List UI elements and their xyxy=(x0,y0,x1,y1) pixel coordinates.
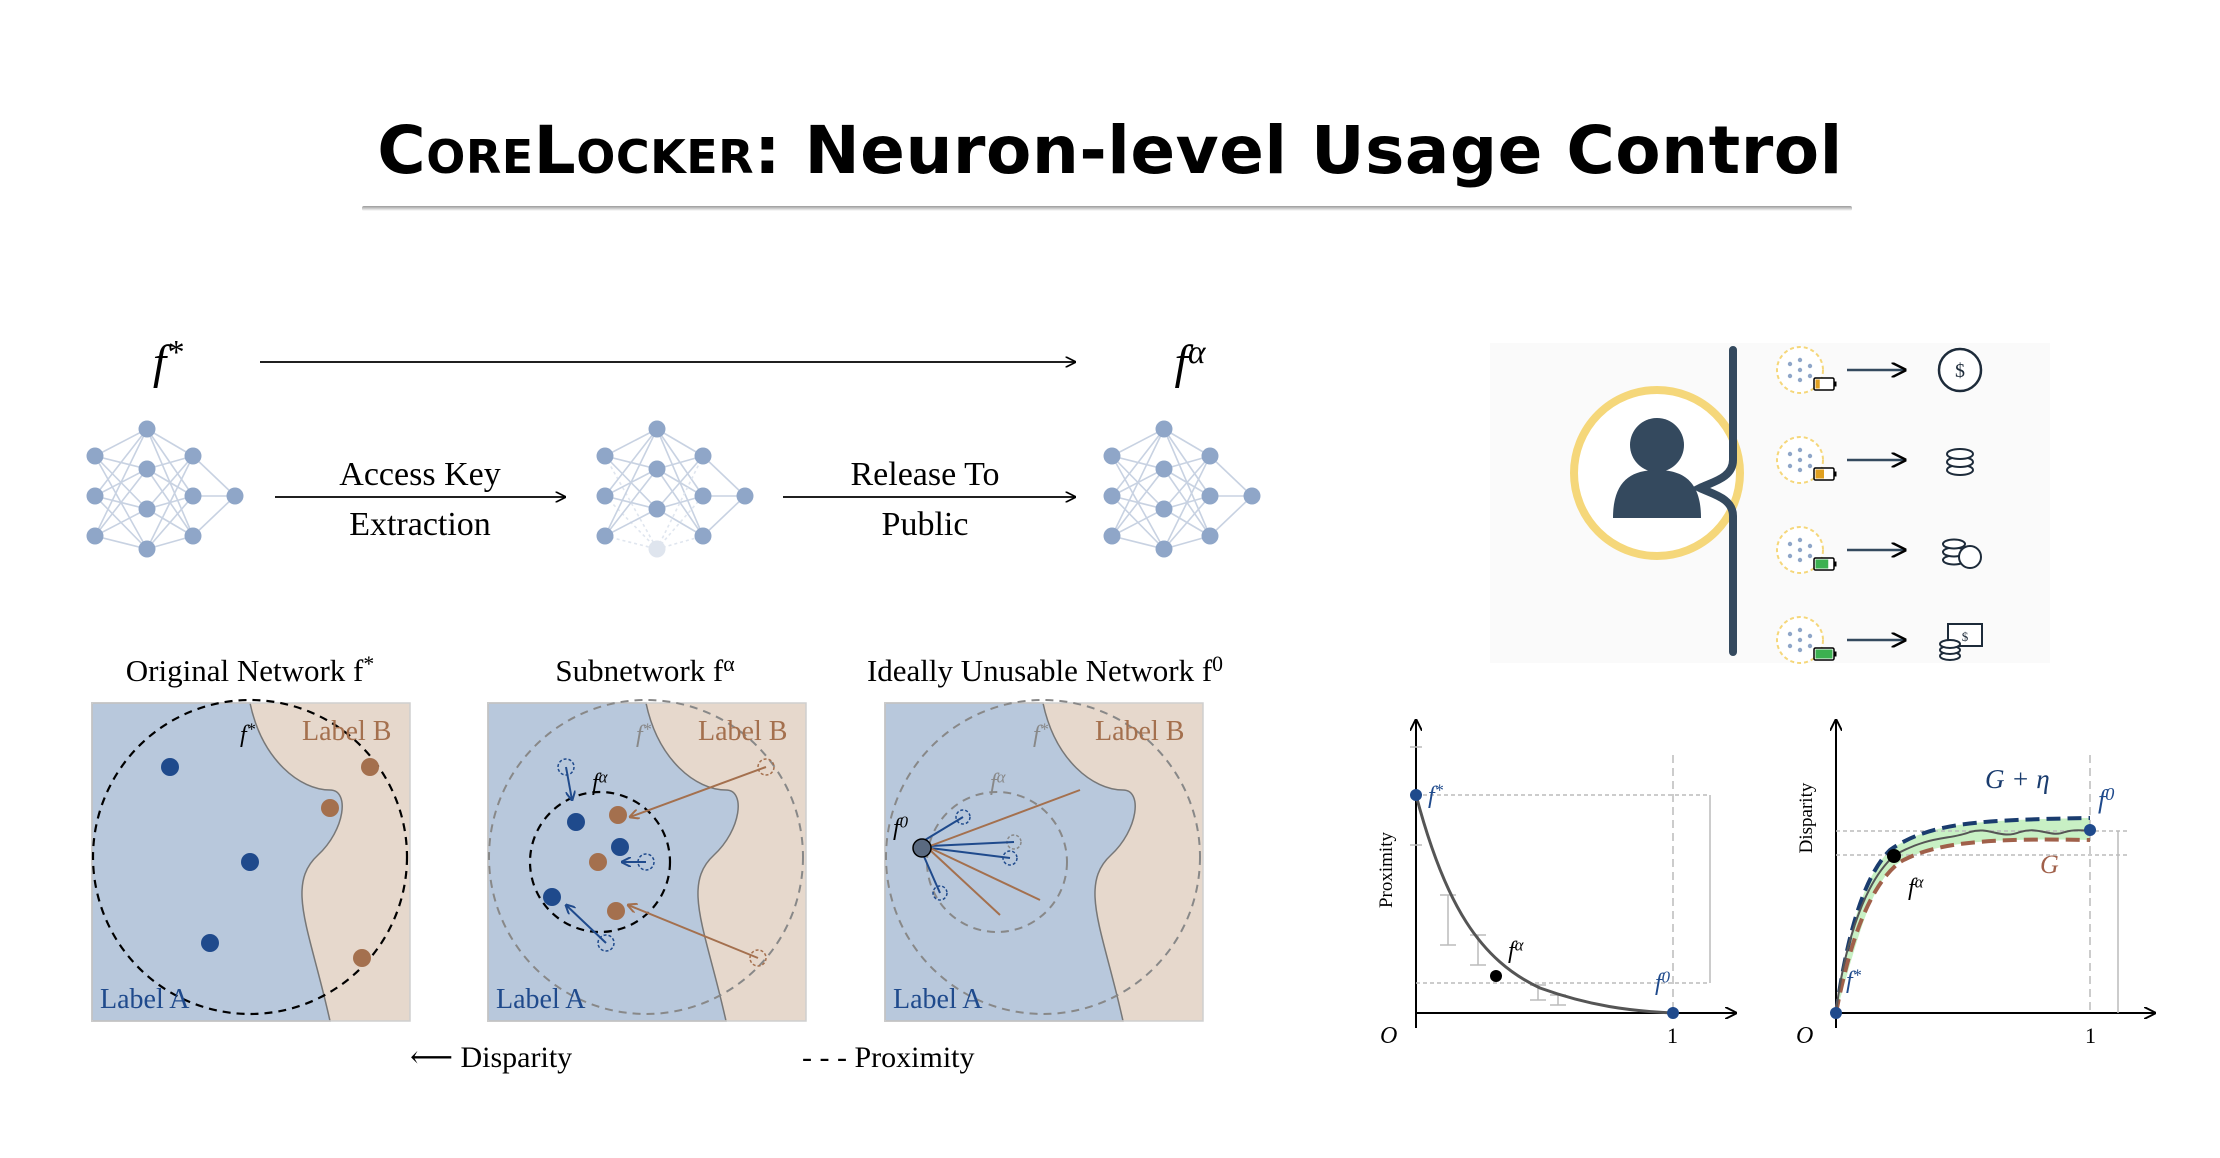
proximity-plot: Proximity O 1 f* fα f0 xyxy=(1376,720,1736,1049)
step1-line1: Access Key xyxy=(339,456,500,493)
disparity-plot: Disparity O 1 f* fα f0 G + η G xyxy=(1796,720,2155,1049)
panel-original-label-b: Label B xyxy=(302,716,391,747)
model-left-label: f* xyxy=(153,334,183,389)
neuron-node xyxy=(184,447,202,465)
neuron-node xyxy=(184,487,202,505)
neuron-node xyxy=(596,447,614,465)
neuron-node xyxy=(86,487,104,505)
neuron-node xyxy=(596,527,614,545)
neuron-node xyxy=(138,500,156,518)
panel-original-title: Original Network f* xyxy=(126,652,374,688)
panel-subnetwork-label-a: Label A xyxy=(496,984,586,1015)
proximity-xtick: 1 xyxy=(1667,1023,1678,1048)
panel-subnetwork-label-b: Label B xyxy=(698,716,787,747)
network-original-icon xyxy=(86,420,244,558)
user-tier-row: $ xyxy=(1776,616,1983,664)
proximity-origin: O xyxy=(1380,1023,1397,1049)
user-tier-row xyxy=(1776,526,1982,574)
title-underline xyxy=(362,206,1852,211)
step1-line2: Extraction xyxy=(349,506,491,543)
proximity-ylabel: Proximity xyxy=(1376,831,1397,908)
neuron-node xyxy=(138,420,156,438)
disparity-origin: O xyxy=(1796,1023,1813,1049)
neuron-node xyxy=(694,527,712,545)
neuron-node xyxy=(1201,527,1219,545)
dollar-coin-icon: $ xyxy=(1937,347,1983,393)
neuron-node xyxy=(184,527,202,545)
panel-unusable-title: Ideally Unusable Network f0 xyxy=(867,652,1223,688)
disparity-fstar: f* xyxy=(1846,965,1862,994)
coin-stack-icon xyxy=(1946,448,1974,476)
disparity-falpha: fα xyxy=(1908,872,1925,901)
brace xyxy=(1691,346,1737,656)
neuron-node xyxy=(736,487,754,505)
panel-unusable-label-a: Label A xyxy=(893,984,983,1015)
svg-text:$: $ xyxy=(1955,360,1965,382)
title-prefix: CoreLocker xyxy=(377,112,755,189)
disparity-fzero: f0 xyxy=(2098,784,2114,814)
neuron-node xyxy=(1103,527,1121,545)
neuron-node xyxy=(1155,460,1173,478)
user-tier-row: $ xyxy=(1776,346,1983,394)
proximity-fzero: f0 xyxy=(1655,967,1671,996)
user-icon xyxy=(1613,418,1701,518)
user-tier-row xyxy=(1776,436,1974,484)
network-released-icon xyxy=(1103,420,1261,558)
neuron-node xyxy=(1103,447,1121,465)
model-right-label: fα xyxy=(1175,334,1207,389)
disparity-xtick: 1 xyxy=(2085,1023,2096,1048)
panel-original: f* Label B Label A xyxy=(91,698,411,1022)
step2-line2: Public xyxy=(882,506,969,543)
neuron-node xyxy=(1155,420,1173,438)
banknote-coins-icon: $ xyxy=(1939,623,1983,661)
title-block: CoreLocker: Neuron-level Usage Control xyxy=(0,112,2220,189)
page-title: CoreLocker: Neuron-level Usage Control xyxy=(371,112,1848,189)
proximity-fstar: f* xyxy=(1428,780,1444,809)
svg-text:$: $ xyxy=(1962,629,1969,644)
neuron-node xyxy=(694,447,712,465)
step2-line1: Release To xyxy=(851,456,1000,493)
disparity-upper-label: G + η xyxy=(1985,764,2050,794)
neuron-node xyxy=(648,460,666,478)
neuron-node xyxy=(1201,447,1219,465)
panel-unusable-label-b: Label B xyxy=(1095,716,1184,747)
neuron-node xyxy=(648,420,666,438)
disparity-ylabel: Disparity xyxy=(1796,782,1817,853)
legend-proximity: - - - Proximity xyxy=(802,1041,975,1074)
neuron-node xyxy=(1243,487,1261,505)
panel-subnetwork: f* fα Label B Label A xyxy=(487,699,807,1022)
neuron-node xyxy=(138,540,156,558)
coins-icon xyxy=(1942,538,1982,569)
neuron-node xyxy=(694,487,712,505)
neuron-node xyxy=(138,460,156,478)
neuron-node xyxy=(86,447,104,465)
neuron-node xyxy=(648,500,666,518)
legend-disparity: ⟵ Disparity xyxy=(410,1041,572,1074)
panel-subnetwork-title: Subnetwork fα xyxy=(555,652,734,688)
neuron-node xyxy=(1155,540,1173,558)
panel-unusable: f* fα f0 Label B Label A xyxy=(884,699,1204,1022)
proximity-falpha: fα xyxy=(1508,935,1525,964)
user-tier-panel: $$ xyxy=(1490,343,2050,664)
neuron-node xyxy=(1103,487,1121,505)
title-suffix: : Neuron-level Usage Control xyxy=(754,112,1843,189)
neuron-node xyxy=(1155,500,1173,518)
neuron-node xyxy=(648,540,666,558)
disparity-lower-label: G xyxy=(2040,850,2059,879)
panel-original-label-a: Label A xyxy=(100,984,190,1015)
neuron-node xyxy=(86,527,104,545)
neuron-node xyxy=(1201,487,1219,505)
neuron-node xyxy=(226,487,244,505)
network-keyless-icon xyxy=(596,420,754,558)
neuron-node xyxy=(596,487,614,505)
